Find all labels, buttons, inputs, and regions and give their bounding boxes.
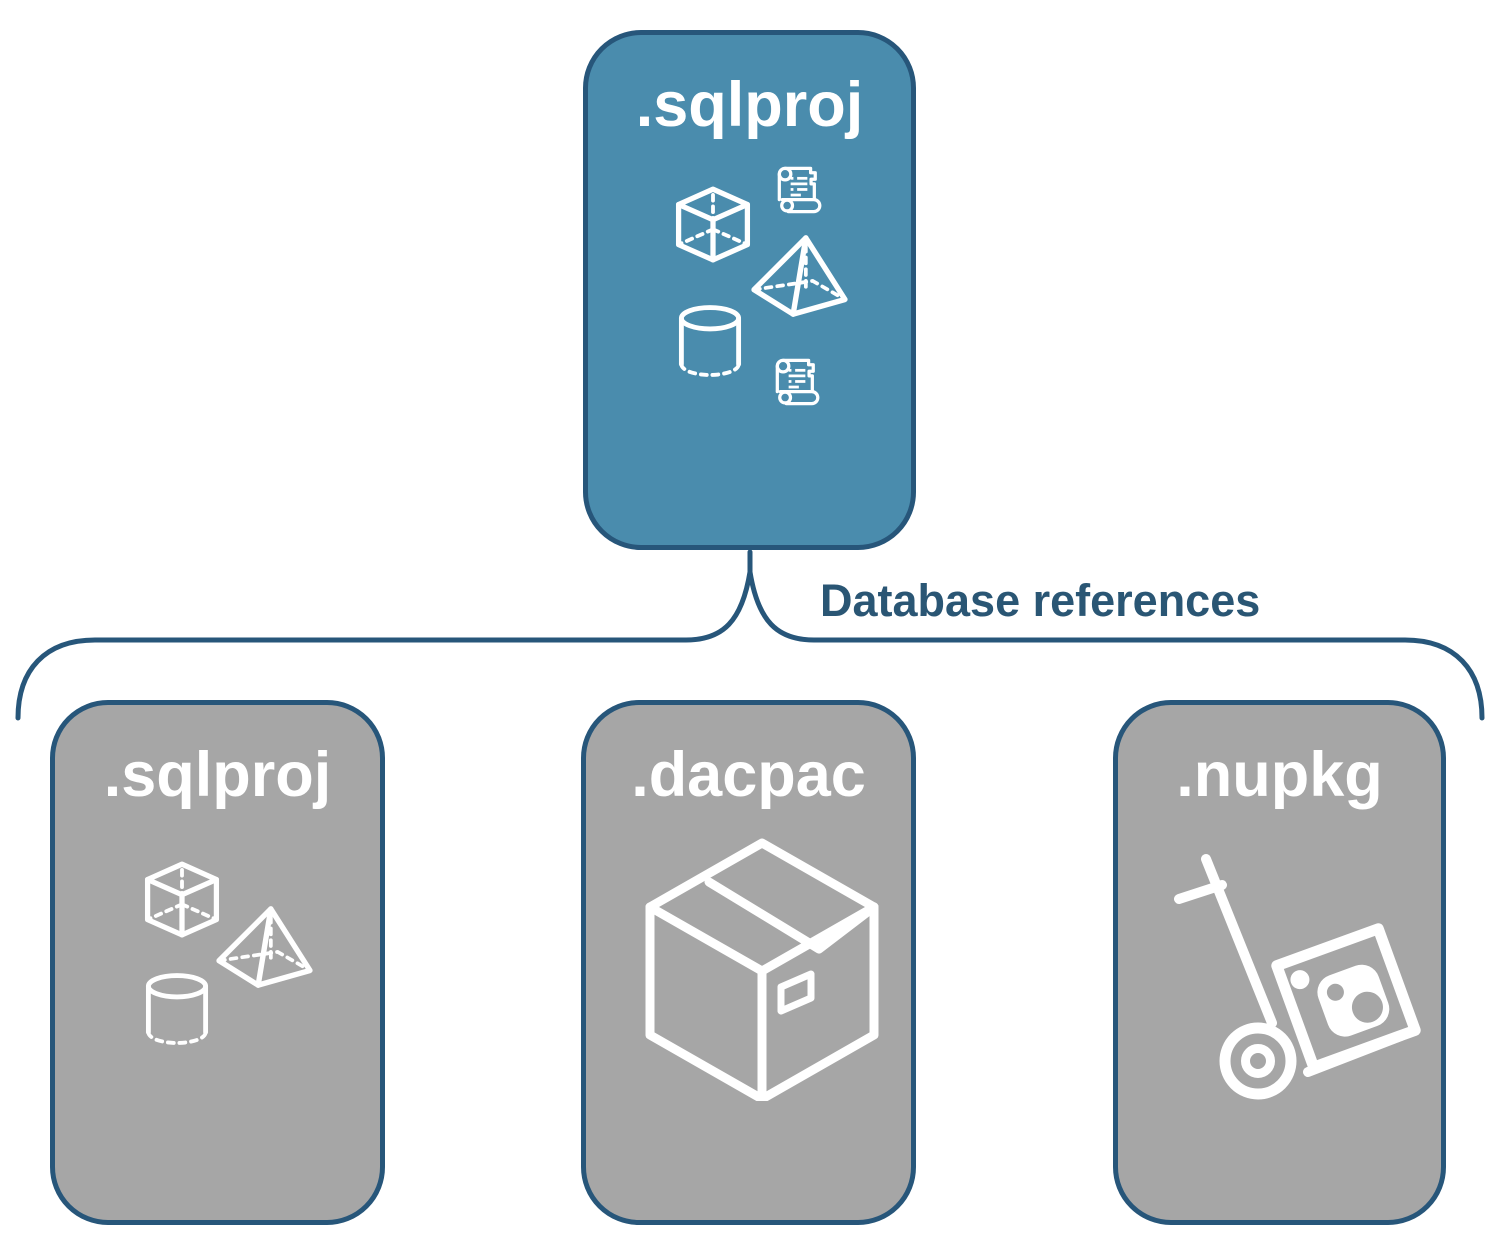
root-card-sqlproj: .sqlproj [583, 30, 916, 550]
scroll-icon [777, 166, 822, 214]
hand-truck-package-icon [1174, 854, 1421, 1100]
nuget-package [1271, 923, 1421, 1073]
child-card-title: .dacpac [631, 740, 866, 810]
child-card-title: .sqlproj [103, 740, 332, 810]
wheel-icon [1219, 1022, 1297, 1100]
package-box-icon [645, 838, 879, 1101]
cylinder-icon [145, 973, 209, 1045]
nuget-logo-dot [1290, 970, 1310, 990]
cylinder-icon [678, 305, 742, 377]
child-card-nupkg: .nupkg [1113, 700, 1446, 1225]
root-card-title: .sqlproj [635, 70, 864, 140]
pyramid-icon [216, 906, 313, 988]
child-card-dacpac: .dacpac [581, 700, 916, 1225]
package-outline [1271, 923, 1421, 1073]
pyramid-icon [751, 235, 848, 317]
connector-label: Database references [820, 575, 1261, 626]
child-card-title: .nupkg [1176, 740, 1383, 810]
hand-truck-handle [1174, 880, 1227, 904]
scroll-icon [775, 358, 820, 406]
cube-icon [675, 186, 751, 263]
nuget-logo-icon [1317, 964, 1390, 1037]
child-card-sqlproj: .sqlproj [50, 700, 385, 1225]
wheel-hub-icon [1241, 1044, 1275, 1078]
cube-icon [144, 861, 220, 938]
